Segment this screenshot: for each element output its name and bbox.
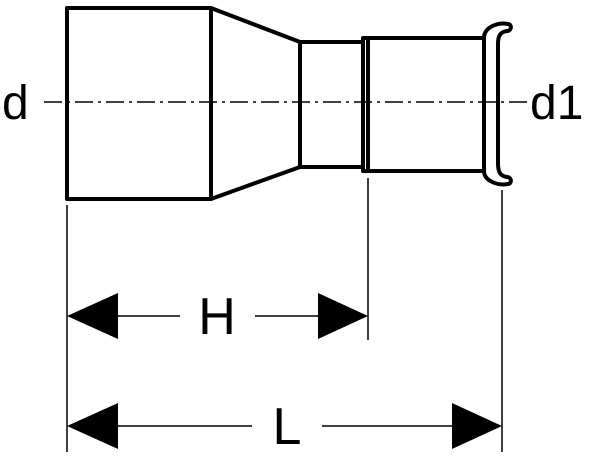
arrowhead-h-left — [67, 293, 118, 339]
arrowhead-h-right — [318, 293, 368, 339]
press-bead — [482, 21, 513, 187]
press-socket — [361, 36, 484, 173]
reducer-neck — [298, 40, 365, 169]
dimension-h — [67, 293, 368, 339]
arrowhead-l-right — [452, 403, 502, 449]
dimension-l — [67, 403, 502, 449]
arrowhead-l-left — [67, 403, 118, 449]
label-h: H — [198, 288, 236, 346]
fitting-body — [65, 6, 513, 201]
label-d1: d1 — [530, 77, 583, 130]
reducer-cone — [210, 6, 302, 201]
large-socket — [65, 6, 213, 201]
label-l: L — [273, 398, 302, 456]
extension-lines — [66, 178, 503, 452]
label-d: d — [2, 77, 29, 130]
